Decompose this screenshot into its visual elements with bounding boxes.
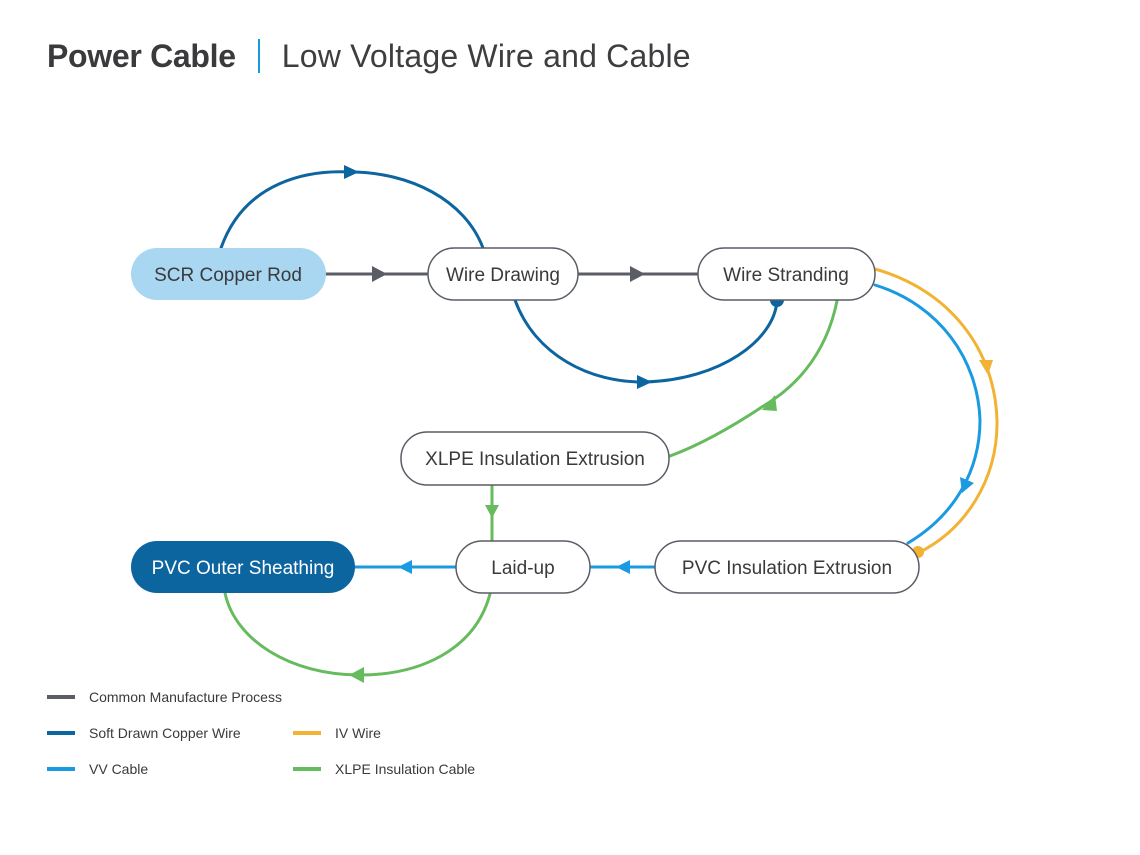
arrow-head-common-2 [630,266,645,282]
node-label: PVC Outer Sheathing [152,558,335,579]
node-wire-drawing[interactable]: Wire Drawing [427,247,579,301]
node-label: Wire Stranding [723,265,849,286]
node-pvc-insulation-extrusion[interactable]: PVC Insulation Extrusion [654,540,920,594]
title-separator [257,39,260,73]
node-pvc-outer-sheathing[interactable]: PVC Outer Sheathing [131,541,355,593]
arrow-head-vv-1 [960,477,974,493]
arrow-head-xlpe-1 [762,395,777,411]
legend-item-iv-wire: IV Wire [293,723,381,743]
edge-stranding-to-xlpe [668,299,839,458]
node-scr-copper-rod[interactable]: SCR Copper Rod [131,248,326,300]
legend-label: IV Wire [335,725,381,741]
arrow-head-soft-1 [344,165,359,179]
arrow-head-iv [979,360,993,375]
node-laid-up[interactable]: Laid-up [455,540,591,594]
edge-stranding-to-pvc-insulation-vv [873,283,982,545]
page-title: Power Cable [47,37,236,74]
legend-label: Soft Drawn Copper Wire [89,725,241,741]
node-label: XLPE Insulation Extrusion [425,449,645,470]
legend-swatch-soft-drawn [47,731,75,735]
node-label: Wire Drawing [446,265,560,286]
arrow-head-common-1 [372,266,387,282]
edge-stranding-to-pvc-insulation-iv [873,267,999,555]
arrow-head-xlpe-2 [485,505,499,518]
node-label: SCR Copper Rod [154,265,302,286]
node-label: PVC Insulation Extrusion [682,558,892,579]
node-wire-stranding[interactable]: Wire Stranding [697,247,876,301]
legend: Common Manufacture Process Soft Drawn Co… [47,686,547,786]
legend-swatch-iv-wire [293,731,321,735]
legend-item-soft-drawn: Soft Drawn Copper Wire [47,723,241,743]
legend-item-xlpe: XLPE Insulation Cable [293,759,475,779]
page-header: Power Cable Low Voltage Wire and Cable [47,34,691,78]
legend-item-vv-cable: VV Cable [47,759,148,779]
legend-swatch-xlpe [293,767,321,771]
legend-item-common: Common Manufacture Process [47,687,282,707]
arrow-head-xlpe-3 [349,667,364,683]
arrow-head-vv-3 [398,560,412,574]
node-xlpe-insulation-extrusion[interactable]: XLPE Insulation Extrusion [400,431,670,486]
arrow-head-soft-2 [637,375,652,389]
page-subtitle: Low Voltage Wire and Cable [281,37,691,74]
edge-scr-to-drawing-soft-drawn [219,170,485,250]
node-label: Laid-up [491,558,554,579]
legend-label: XLPE Insulation Cable [335,761,476,777]
arrow-head-vv-2 [616,560,630,574]
legend-label: VV Cable [89,761,149,777]
edge-drawing-to-stranding-soft-drawn [513,298,779,384]
legend-swatch-common [47,695,75,699]
legend-swatch-vv-cable [47,767,75,771]
edge-laidup-to-sheathing-xlpe [223,591,492,677]
legend-label: Common Manufacture Process [89,689,282,705]
